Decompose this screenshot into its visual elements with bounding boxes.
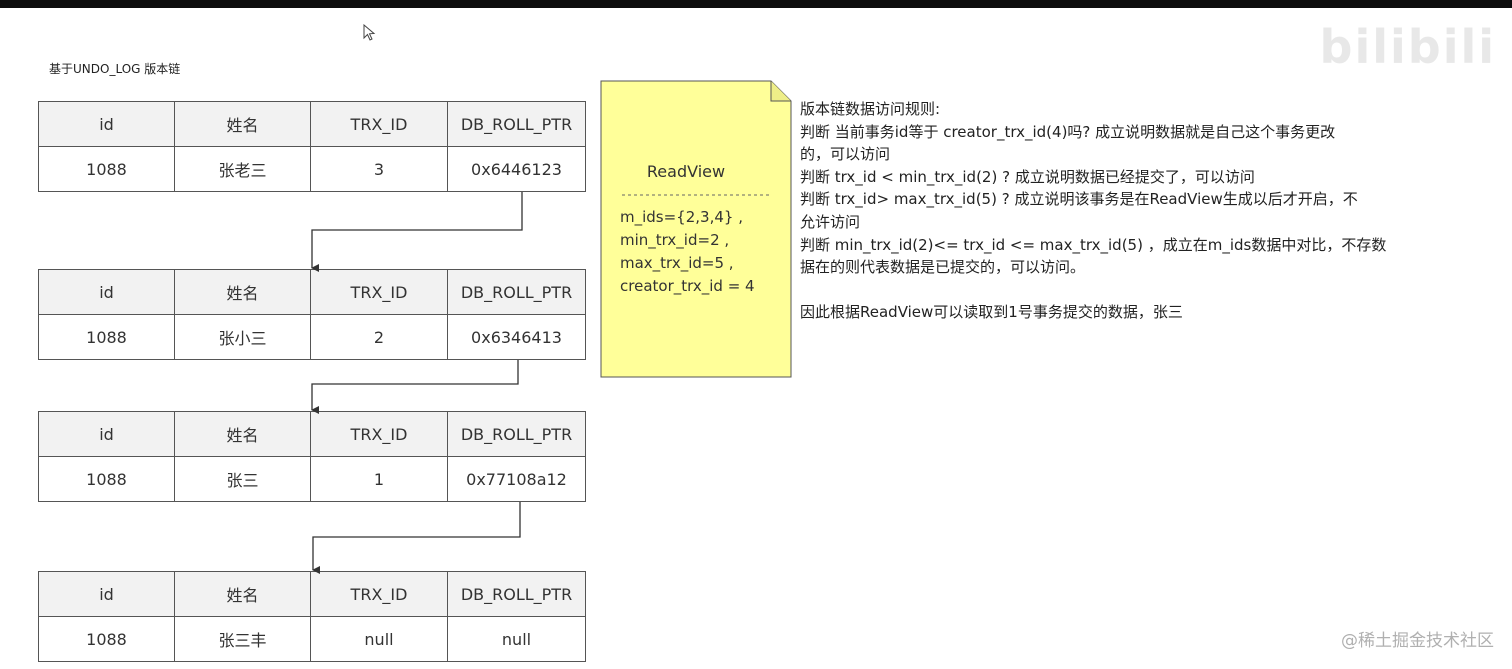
cell-trx-id: null: [310, 616, 448, 662]
cell-trx-id: 3: [310, 146, 448, 192]
connector-arrow-2: [311, 360, 519, 414]
rule-line: 判断 trx_id> max_trx_id(5) ? 成立说明该事务是在Read…: [800, 190, 1358, 209]
col-header-roll-ptr: DB_ROLL_PTR: [447, 101, 586, 147]
col-header-trx-id: TRX_ID: [310, 411, 448, 457]
col-header-trx-id: TRX_ID: [310, 269, 448, 315]
rule-line: 判断 当前事务id等于 creator_trx_id(4)吗? 成立说明数据就是…: [800, 122, 1336, 141]
col-header-id: id: [38, 101, 175, 147]
cell-trx-id: 1: [310, 456, 448, 502]
readview-max-trx-id: max_trx_id=5 ,: [620, 254, 734, 272]
rules-conclusion: 因此根据ReadView可以读取到1号事务提交的数据，张三: [800, 302, 1183, 321]
col-header-roll-ptr: DB_ROLL_PTR: [447, 269, 586, 315]
col-header-id: id: [38, 571, 175, 617]
col-header-trx-id: TRX_ID: [310, 101, 448, 147]
col-header-name: 姓名: [174, 269, 311, 315]
rule-line: 据在的则代表数据是已提交的，可以访问。: [800, 258, 1086, 277]
connector-arrow-3: [312, 502, 521, 574]
readview-note: ReadView m_ids={2,3,4} , min_trx_id=2 , …: [600, 80, 792, 378]
rules-heading: 版本链数据访问规则:: [800, 100, 941, 118]
rule-line: 允许访问: [800, 212, 861, 231]
col-header-roll-ptr: DB_ROLL_PTR: [447, 571, 586, 617]
connector-arrow-1: [311, 192, 523, 272]
rule-line: 的，可以访问: [800, 145, 891, 164]
col-header-roll-ptr: DB_ROLL_PTR: [447, 411, 586, 457]
cell-roll-ptr: 0x6346413: [447, 314, 586, 360]
readview-m-ids: m_ids={2,3,4} ,: [620, 208, 743, 226]
col-header-name: 姓名: [174, 411, 311, 457]
readview-creator-trx-id: creator_trx_id = 4: [620, 277, 755, 295]
version-table-2: id 姓名 TRX_ID DB_ROLL_PTR 1088 张小三 2 0x63…: [38, 269, 586, 360]
access-rules-text: 版本链数据访问规则: 判断 当前事务id等于 creator_trx_id(4)…: [800, 98, 1490, 323]
table-header-row: id 姓名 TRX_ID DB_ROLL_PTR: [38, 269, 586, 315]
table-row: 1088 张小三 2 0x6346413: [38, 314, 586, 360]
version-table-4: id 姓名 TRX_ID DB_ROLL_PTR 1088 张三丰 null n…: [38, 571, 586, 662]
cell-id: 1088: [38, 456, 175, 502]
readview-title: ReadView: [646, 162, 726, 181]
note-shape: [600, 80, 792, 378]
table-row: 1088 张三 1 0x77108a12: [38, 456, 586, 502]
col-header-name: 姓名: [174, 571, 311, 617]
cell-trx-id: 2: [310, 314, 448, 360]
table-header-row: id 姓名 TRX_ID DB_ROLL_PTR: [38, 411, 586, 457]
table-header-row: id 姓名 TRX_ID DB_ROLL_PTR: [38, 571, 586, 617]
col-header-name: 姓名: [174, 101, 311, 147]
table-row: 1088 张三丰 null null: [38, 616, 586, 662]
juejin-watermark: @稀土掘金技术社区: [1341, 631, 1494, 651]
mouse-cursor-icon: [363, 24, 376, 41]
table-header-row: id 姓名 TRX_ID DB_ROLL_PTR: [38, 101, 586, 147]
readview-min-trx-id: min_trx_id=2 ,: [620, 231, 730, 249]
col-header-trx-id: TRX_ID: [310, 571, 448, 617]
cell-roll-ptr: null: [447, 616, 586, 662]
version-table-1: id 姓名 TRX_ID DB_ROLL_PTR 1088 张老三 3 0x64…: [38, 101, 586, 192]
diagram-caption: 基于UNDO_LOG 版本链: [49, 62, 181, 76]
cell-id: 1088: [38, 146, 175, 192]
cell-name: 张三: [174, 456, 311, 502]
col-header-id: id: [38, 269, 175, 315]
cell-name: 张三丰: [174, 616, 311, 662]
version-table-3: id 姓名 TRX_ID DB_ROLL_PTR 1088 张三 1 0x771…: [38, 411, 586, 502]
cell-roll-ptr: 0x6446123: [447, 146, 586, 192]
rule-line: 判断 min_trx_id(2)<= trx_id <= max_trx_id(…: [800, 235, 1387, 254]
rule-line: 判断 trx_id < min_trx_id(2) ? 成立说明数据已经提交了，…: [800, 167, 1255, 186]
col-header-id: id: [38, 411, 175, 457]
bilibili-watermark-logo: bilibili: [1319, 20, 1496, 74]
cell-roll-ptr: 0x77108a12: [447, 456, 586, 502]
table-row: 1088 张老三 3 0x6446123: [38, 146, 586, 192]
cell-name: 张老三: [174, 146, 311, 192]
cell-id: 1088: [38, 314, 175, 360]
top-black-bar: [0, 0, 1512, 8]
cell-id: 1088: [38, 616, 175, 662]
cell-name: 张小三: [174, 314, 311, 360]
readview-fields: m_ids={2,3,4} , min_trx_id=2 , max_trx_i…: [620, 206, 755, 298]
